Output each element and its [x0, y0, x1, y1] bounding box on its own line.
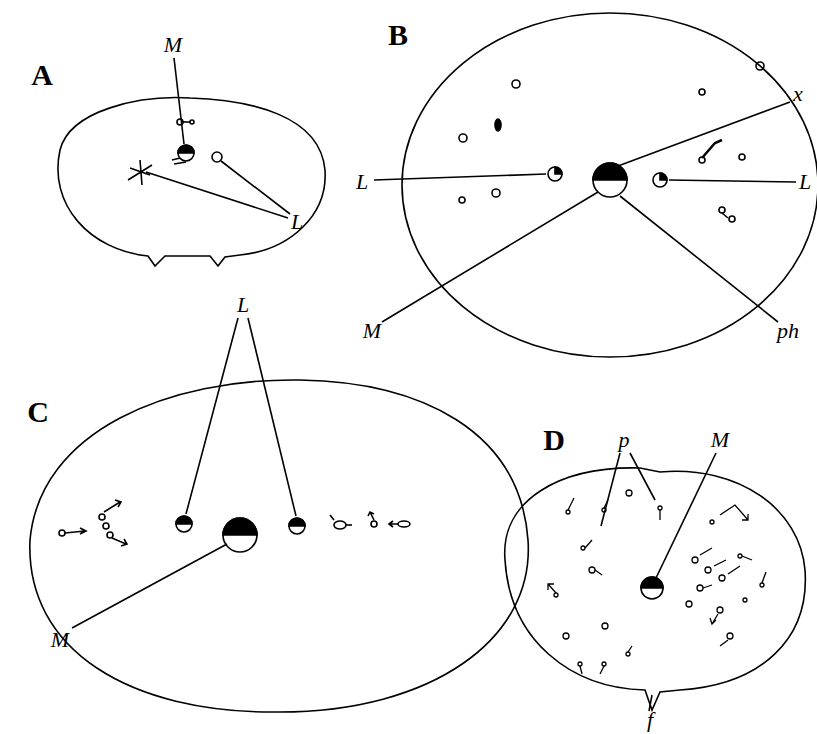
part-label: M — [363, 320, 381, 342]
part-label: f — [647, 709, 653, 731]
part-label: M — [711, 429, 729, 451]
part-label: L — [799, 171, 811, 193]
part-label: M — [164, 34, 182, 56]
panel-letter: B — [388, 20, 408, 50]
panel-letter: D — [543, 425, 565, 455]
part-label: M — [51, 629, 69, 651]
part-label: L — [291, 211, 303, 233]
panel-letter: A — [31, 60, 53, 90]
part-label: ph — [777, 320, 799, 342]
part-label: L — [237, 294, 249, 316]
part-label: p — [619, 429, 630, 451]
part-label: L — [356, 171, 368, 193]
part-label: x — [793, 83, 803, 105]
panel-letter: C — [27, 397, 49, 427]
